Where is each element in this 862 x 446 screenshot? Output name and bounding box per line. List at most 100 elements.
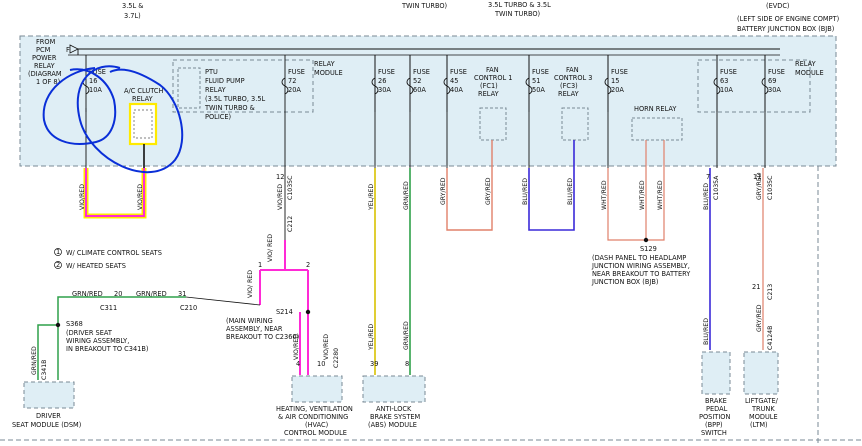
wire-label-gry-red-11: GRY/RED: [756, 172, 763, 200]
wire-label-grn-red-h2: GRN/RED: [136, 290, 167, 298]
svg-text:RELAY: RELAY: [132, 95, 154, 103]
svg-text:POWER: POWER: [32, 54, 57, 62]
svg-text:CONTROL MODULE: CONTROL MODULE: [284, 429, 347, 437]
fuse-15-num: 15: [611, 77, 619, 85]
svg-text:A/C CLUTCH: A/C CLUTCH: [124, 87, 163, 95]
svg-text:1: 1: [56, 248, 60, 256]
fuse-72-amps: 20A: [288, 86, 301, 94]
svg-text:8: 8: [405, 360, 409, 368]
fuse-45-amps: 40A: [450, 86, 463, 94]
svg-text:VIO/RED: VIO/RED: [293, 334, 300, 360]
svg-text:YEL/RED: YEL/RED: [368, 324, 375, 351]
fuse-63-label: FUSE: [720, 68, 737, 76]
svg-text:FLUID PUMP: FLUID PUMP: [205, 77, 245, 85]
fan-control-1-relay: FAN CONTROL 1 (FC1) RELAY: [474, 66, 513, 141]
fuse-51-num: 51: [532, 77, 540, 85]
fuse-52-num: 52: [413, 77, 421, 85]
module-abs: ANTI-LOCK BRAKE SYSTEM (ABS) MODULE: [362, 375, 426, 429]
svg-text:BLU/RED: BLU/RED: [703, 183, 710, 210]
fuse-45-label: FUSE: [450, 68, 467, 76]
svg-text:LIFTGATE/: LIFTGATE/: [745, 397, 779, 405]
fuse-69-label: FUSE: [768, 68, 785, 76]
svg-text:BRAKE: BRAKE: [705, 397, 727, 405]
svg-text:PEDAL: PEDAL: [706, 405, 728, 413]
svg-text:YEL/RED: YEL/RED: [368, 184, 375, 211]
svg-text:PTU: PTU: [205, 68, 218, 76]
fuse-15-amps: 20A: [611, 86, 624, 94]
svg-text:GRY/RED: GRY/RED: [756, 172, 763, 200]
svg-text:POSITION: POSITION: [699, 413, 730, 421]
wires: [37, 55, 766, 380]
svg-text:HEATING, VENTILATION: HEATING, VENTILATION: [276, 405, 353, 413]
svg-text:BLU/RED: BLU/RED: [703, 318, 710, 345]
svg-text:FROM: FROM: [36, 38, 56, 46]
wire-label-wht-red-a: WHT/RED: [601, 180, 608, 210]
svg-text:C2280: C2280: [333, 348, 340, 368]
fuse-69-amps: 30A: [768, 86, 781, 94]
svg-text:TRUNK: TRUNK: [751, 405, 775, 413]
fuse-26-num: 26: [378, 77, 386, 85]
svg-text:CONTROL 3: CONTROL 3: [554, 74, 593, 82]
svg-text:BLU/RED: BLU/RED: [522, 178, 529, 205]
svg-text:WHT/RED: WHT/RED: [601, 180, 608, 210]
splice-s129: S129 (DASH PANEL TO HEADLAMP JUNCTION WI…: [591, 245, 691, 286]
svg-text:FAN: FAN: [486, 66, 499, 74]
svg-text:GRN/RED: GRN/RED: [31, 346, 38, 375]
svg-text:WHT/RED: WHT/RED: [639, 180, 646, 210]
wire-label-wht-red-c: WHT/RED: [657, 180, 664, 210]
svg-text:MODULE: MODULE: [749, 413, 778, 421]
svg-text:JUNCTION WIRING ASSEMBLY,: JUNCTION WIRING ASSEMBLY,: [591, 262, 690, 270]
svg-text:F: F: [66, 46, 70, 54]
svg-text:7: 7: [706, 173, 710, 181]
ptu-relay-label: PTU FLUID PUMP RELAY (3.5L TURBO, 3.5L T…: [204, 68, 266, 121]
svg-text:C1035C: C1035C: [767, 176, 774, 200]
svg-text:10: 10: [317, 360, 325, 368]
svg-text:C4124B: C4124B: [767, 326, 774, 350]
wire-label-wht-red-b: WHT/RED: [639, 180, 646, 210]
horn-relay: HORN RELAY: [631, 105, 683, 141]
fuse-45-num: 45: [450, 77, 458, 85]
top-note-1: 3.5L &: [122, 2, 143, 10]
svg-text:(3.5L TURBO, 3.5L: (3.5L TURBO, 3.5L: [205, 95, 266, 103]
wire-label-vio-red-b: VIO/RED: [137, 184, 144, 210]
svg-text:DRIVER: DRIVER: [36, 412, 61, 420]
svg-text:POLICE): POLICE): [205, 113, 231, 121]
svg-text:S214: S214: [276, 308, 293, 316]
svg-text:IN BREAKOUT TO C341B): IN BREAKOUT TO C341B): [66, 345, 148, 353]
svg-text:S368: S368: [66, 320, 83, 328]
connector-labels: C1035C C1035A C1035C C212 C311 C210 C228…: [41, 173, 774, 380]
svg-text:(DRIVER SEAT: (DRIVER SEAT: [66, 329, 113, 337]
svg-text:(DIAGRAM: (DIAGRAM: [28, 70, 62, 78]
svg-text:C212: C212: [287, 216, 294, 232]
svg-text:ANTI-LOCK: ANTI-LOCK: [376, 405, 412, 413]
svg-text:C1035A: C1035A: [713, 175, 720, 200]
svg-text:GRN/RED: GRN/RED: [403, 181, 410, 210]
fuse-26-amps: 30A: [378, 86, 391, 94]
svg-text:(DASH PANEL TO HEADLAMP: (DASH PANEL TO HEADLAMP: [592, 254, 686, 262]
svg-text:(ABS) MODULE: (ABS) MODULE: [368, 421, 417, 429]
wire-label-vio-red-s214a: VIO/RED: [293, 334, 300, 360]
splice-s368: S368 (DRIVER SEAT WIRING ASSEMBLY, IN BR…: [66, 320, 148, 353]
svg-text:C210: C210: [180, 304, 197, 312]
svg-text:11: 11: [753, 173, 761, 181]
svg-text:VIO/ RED: VIO/ RED: [247, 270, 254, 298]
wire-label-yel-red-low: YEL/RED: [368, 324, 375, 351]
annotation-scribbles: [42, 65, 184, 174]
module-hvac: HEATING, VENTILATION & AIR CONDITIONING …: [276, 375, 353, 437]
svg-text:FAN: FAN: [566, 66, 579, 74]
svg-text:12: 12: [276, 173, 284, 181]
bjb-title-line-2: BATTERY JUNCTION BOX (BJB): [737, 25, 834, 33]
svg-text:SWITCH: SWITCH: [701, 429, 727, 437]
relay-module-2: [697, 59, 811, 113]
svg-text:(MAIN WIRING: (MAIN WIRING: [226, 317, 273, 325]
svg-text:SEAT MODULE (DSM): SEAT MODULE (DSM): [12, 421, 81, 429]
wire-label-blu-red-7: BLU/RED: [703, 183, 710, 210]
fuse-72-num: 72: [288, 77, 296, 85]
fuse-63-num: 63: [720, 77, 728, 85]
wire-label-vio-red-c: VIO/RED: [277, 184, 284, 210]
svg-text:(LTM): (LTM): [750, 421, 768, 429]
svg-text:HORN RELAY: HORN RELAY: [634, 105, 677, 113]
wire-label-yel-red: YEL/RED: [368, 184, 375, 211]
wire-label-blu-red-a: BLU/RED: [522, 178, 529, 205]
